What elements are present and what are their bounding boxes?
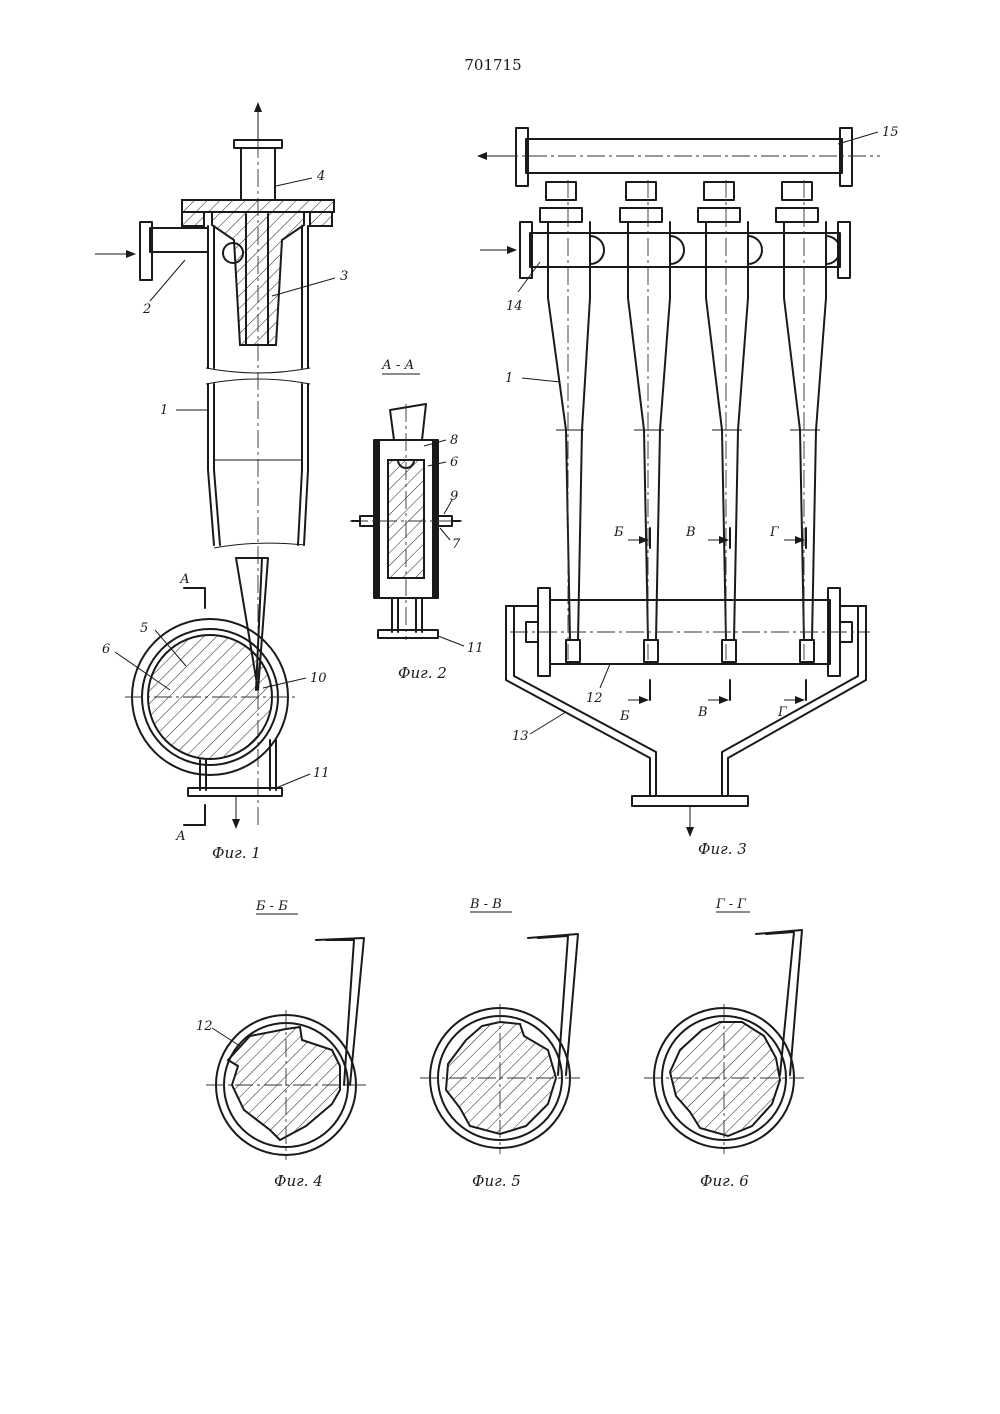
label-11-fig2: 11 bbox=[467, 641, 484, 656]
cyclone-3 bbox=[698, 180, 762, 662]
figure-5: В - В Фиг. 5 bbox=[420, 897, 580, 1190]
label-12-fig4: 12 bbox=[196, 1019, 213, 1034]
section-bb-title: Б - Б bbox=[255, 899, 288, 914]
label-14: 14 bbox=[506, 299, 523, 314]
fig2-feed-tube bbox=[390, 404, 426, 440]
section-v-bottom: В bbox=[697, 705, 708, 720]
section-g-bottom: Г bbox=[777, 705, 787, 720]
caption-fig-2: Фиг. 2 bbox=[398, 664, 447, 682]
label-5: 5 bbox=[140, 621, 148, 636]
caption-fig-1: Фиг. 1 bbox=[212, 844, 261, 862]
cover-flange-right bbox=[310, 212, 332, 226]
section-g-top: Г bbox=[769, 525, 779, 540]
figure-4: Б - Б 12 Фиг. 4 bbox=[196, 899, 366, 1190]
figure-6: Г - Г Фиг. 6 bbox=[644, 897, 804, 1190]
section-b-top: Б bbox=[613, 525, 624, 540]
section-a-top-label: А bbox=[179, 572, 190, 587]
section-vv-title: В - В bbox=[469, 897, 502, 912]
label-13: 13 bbox=[512, 729, 529, 744]
discharge-flange bbox=[188, 788, 282, 796]
label-11: 11 bbox=[313, 766, 330, 781]
tangential-inlet bbox=[150, 228, 208, 252]
label-6-fig2: 6 bbox=[450, 455, 458, 470]
label-9: 9 bbox=[450, 489, 458, 504]
label-7: 7 bbox=[452, 537, 461, 552]
section-b-bottom: Б bbox=[619, 709, 630, 724]
label-6: 6 bbox=[102, 642, 110, 657]
label-1-fig3: 1 bbox=[505, 371, 513, 386]
cover-flange-left bbox=[182, 212, 204, 226]
caption-fig-3: Фиг. 3 bbox=[698, 840, 747, 858]
section-gg-title: Г - Г bbox=[715, 897, 746, 912]
figure-2: А - А 8 6 9 7 11 Фиг. 2 bbox=[350, 358, 484, 682]
caption-fig-6: Фиг. 6 bbox=[700, 1172, 749, 1190]
label-2: 2 bbox=[142, 302, 151, 317]
label-8: 8 bbox=[450, 433, 458, 448]
label-10: 10 bbox=[310, 671, 327, 686]
caption-fig-5: Фиг. 5 bbox=[472, 1172, 521, 1190]
label-12: 12 bbox=[586, 691, 603, 706]
hopper-flange bbox=[632, 796, 748, 806]
fig6-rotor bbox=[670, 1022, 780, 1136]
patent-number: 701715 bbox=[464, 56, 521, 74]
section-aa-title: А - А bbox=[381, 358, 414, 373]
caption-fig-4: Фиг. 4 bbox=[274, 1172, 323, 1190]
cover-flange bbox=[182, 200, 334, 212]
cyclone-4 bbox=[776, 180, 840, 662]
cyclone-2 bbox=[620, 180, 684, 662]
label-4: 4 bbox=[316, 169, 325, 184]
section-a-bottom-label: А bbox=[175, 829, 186, 844]
section-v-top: В bbox=[685, 525, 696, 540]
label-3: 3 bbox=[340, 269, 348, 284]
figure-1: А А 2 3 4 1 5 6 10 11 Фиг. 1 bbox=[95, 103, 348, 862]
vortex-finder bbox=[212, 212, 304, 345]
label-15: 15 bbox=[882, 125, 899, 140]
fig4-rotor bbox=[228, 1027, 340, 1140]
label-1: 1 bbox=[160, 403, 168, 418]
fig2-discharge-flange bbox=[378, 630, 438, 638]
figure-3: 15 14 bbox=[478, 125, 899, 858]
